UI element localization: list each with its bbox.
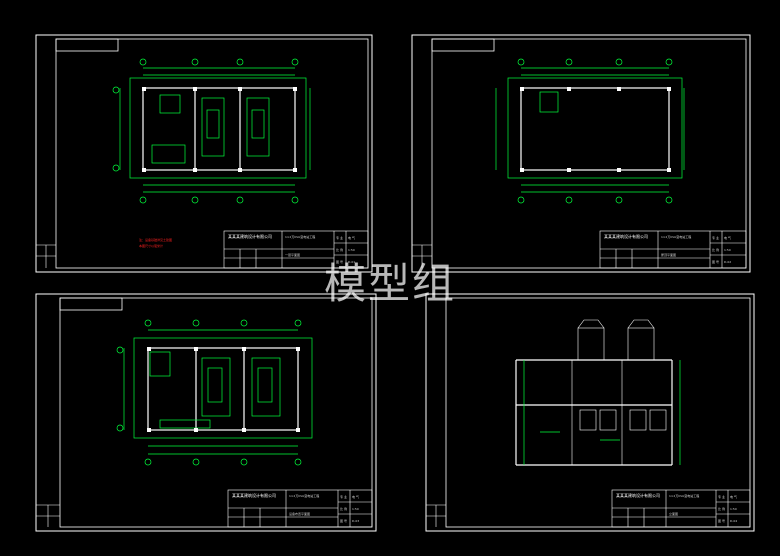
sheet-4-inner-frame [445, 297, 751, 528]
sheet-4-title-block: 某某某建筑设计有限公司 1×2万KVA变电站工程 立面图 专 业 电 气 比 例… [611, 489, 751, 528]
sheet-2-company: 某某某建筑设计有限公司 [604, 233, 648, 239]
sheet-1-inner-frame [55, 38, 369, 269]
sheet-4-company: 某某某建筑设计有限公司 [616, 492, 660, 498]
sheet-3-margin-marks [36, 504, 60, 527]
sheet-2-drawing-name: 屋顶平面图 [661, 252, 676, 257]
sheet-3-cell: 专 业 [340, 494, 347, 499]
sheet-4-cell: 比 例 [718, 506, 725, 511]
sheet-3-cell: D-03 [352, 519, 359, 523]
sheet-3-outer-frame [35, 293, 377, 532]
sheet-1-cell: 图 号 [336, 259, 343, 264]
sheet-3-cell: 电 气 [352, 494, 359, 499]
sheet-4-cell: 专 业 [718, 494, 725, 499]
sheet-2-title-block: 某某某建筑设计有限公司 1×2万KVA变电站工程 屋顶平面图 专 业 电 气 比… [599, 230, 747, 269]
sheet-2-cell: D-02 [724, 260, 731, 264]
sheet-2-cell: 比 例 [712, 247, 719, 252]
sheet-1-corner-tag [55, 38, 119, 52]
sheet-3-inner-frame [59, 297, 373, 528]
sheet-3-drawing-name: 设备布置平面图 [289, 511, 310, 516]
sheet-3-cell: 图 号 [340, 518, 347, 523]
sheet-2-outer-frame [411, 34, 751, 273]
sheet-4-project: 1×2万KVA变电站工程 [669, 493, 699, 498]
sheet-1-project: 1×2万KVA变电站工程 [285, 234, 315, 239]
sheet-4-elevation [515, 319, 681, 466]
sheet-1-cell: 比 例 [336, 247, 343, 252]
sheet-4-cell: 电 气 [730, 494, 737, 499]
sheet-3-cell: 1:50 [352, 507, 359, 511]
sheet-3-equipment-plan [116, 319, 313, 466]
sheet-2-cell: 图 号 [712, 259, 719, 264]
sheet-1-drawing-name: 一层平面图 [285, 252, 300, 257]
sheet-2-cell: 专 业 [712, 235, 719, 240]
sheet-2-corner-tag [431, 38, 495, 52]
sheet-1-margin-marks [36, 244, 56, 268]
sheet-1-red-note-2: 本图尺寸以毫米计 [139, 243, 163, 248]
sheet-3-title-block: 某某某建筑设计有限公司 1×2万KVA变电站工程 设备布置平面图 专 业 电 气… [227, 489, 373, 528]
sheet-3-company: 某某某建筑设计有限公司 [232, 492, 276, 498]
sheet-3-project: 1×2万KVA变电站工程 [289, 493, 319, 498]
sheet-1: 注：设备基础详见土建图 本图尺寸以毫米计 某某某建筑设计有限公司 1×2万KVA… [35, 34, 373, 273]
sheet-1-title-block: 某某某建筑设计有限公司 1×2万KVA变电站工程 一层平面图 专 业 电 气 比… [223, 230, 369, 269]
sheet-1-cell: 专 业 [336, 235, 343, 240]
sheet-4: 某某某建筑设计有限公司 1×2万KVA变电站工程 立面图 专 业 电 气 比 例… [425, 293, 755, 532]
sheet-2-cell: 电 气 [724, 235, 731, 240]
sheet-1-cell: 电 气 [348, 235, 355, 240]
sheet-4-cell: 1:50 [730, 507, 737, 511]
sheet-3-cell: 比 例 [340, 506, 347, 511]
sheet-2-roof-plan [495, 58, 685, 204]
sheet-4-outer-frame [425, 293, 755, 532]
sheet-1-floor-plan [112, 58, 311, 204]
sheet-1-outer-frame [35, 34, 373, 273]
sheet-4-drawing-name: 立面图 [669, 511, 678, 516]
sheet-1-company: 某某某建筑设计有限公司 [228, 233, 272, 239]
sheet-4-cell: D-04 [730, 519, 737, 523]
sheet-3: 某某某建筑设计有限公司 1×2万KVA变电站工程 设备布置平面图 专 业 电 气… [35, 293, 377, 532]
sheet-2: 某某某建筑设计有限公司 1×2万KVA变电站工程 屋顶平面图 专 业 电 气 比… [411, 34, 751, 273]
sheet-2-inner-frame [431, 38, 747, 269]
sheet-2-project: 1×2万KVA变电站工程 [661, 234, 691, 239]
sheet-1-red-note-1: 注：设备基础详见土建图 [139, 237, 172, 242]
sheet-4-cell: 图 号 [718, 518, 725, 523]
sheet-3-corner-tag [59, 297, 123, 311]
sheet-4-margin-marks [426, 504, 446, 527]
sheet-2-margin-marks [412, 244, 432, 268]
sheet-2-cell: 1:50 [724, 248, 731, 252]
sheet-1-cell: D-01 [348, 260, 355, 264]
sheet-1-cell: 1:50 [348, 248, 355, 252]
